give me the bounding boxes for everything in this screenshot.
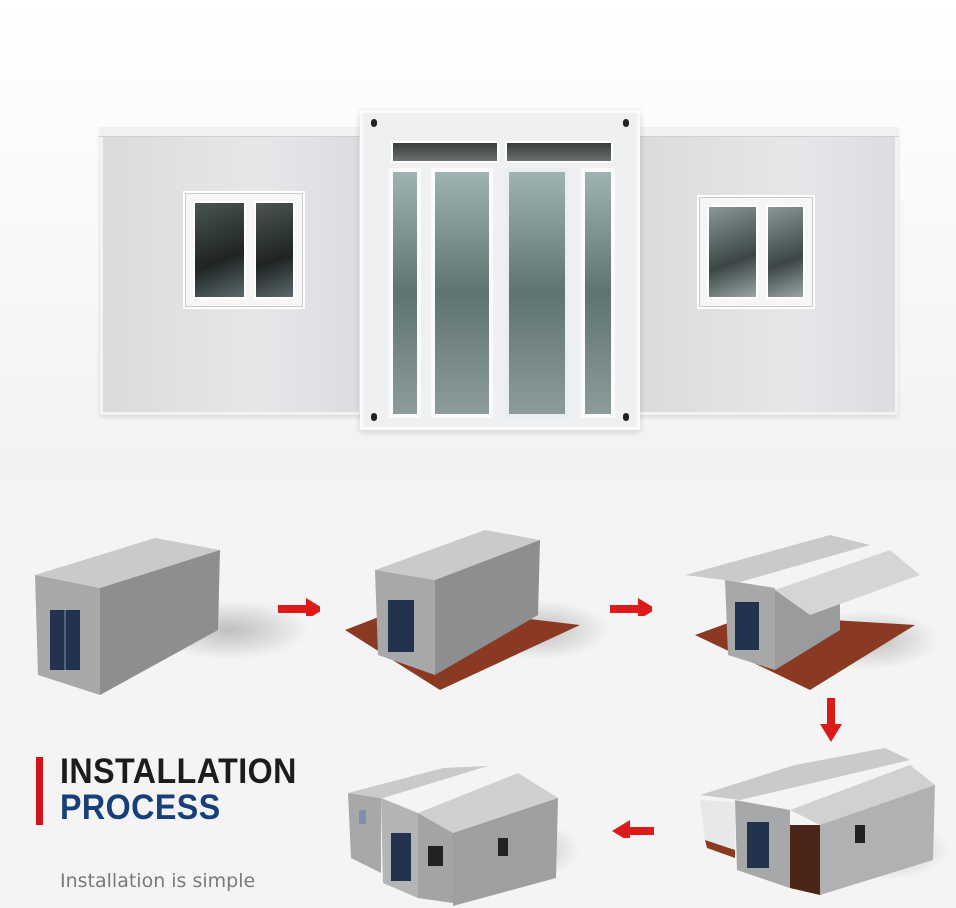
side-glass-panel [389,168,421,418]
hero-right-wing [635,127,899,415]
heading-accent-bar [36,757,43,825]
corner-bolt [371,119,377,127]
right-window [697,195,815,309]
window-pane [193,201,247,299]
roof-edge [99,127,363,137]
step-3-roof-unfolding [685,535,920,690]
corner-bolt [371,413,377,421]
window-pane [707,205,758,299]
heading-subtitle: Installation is simple [60,870,256,892]
step-2-floor-unfolded [345,530,580,690]
step-1-folded-container [35,538,220,695]
left-window [183,191,305,309]
step-5-fully-expanded [348,766,558,906]
arrow-right-icon [610,598,652,616]
arrow-down-icon [820,698,842,742]
arrow-left-icon [612,820,654,838]
arrow-right-icon [278,598,320,616]
roof-edge [635,127,899,137]
hero-center-door-unit [360,110,640,430]
window-pane [254,201,295,299]
heading-line-2: PROCESS [60,788,221,827]
glass-door-fixed [431,168,493,418]
corner-bolt [623,119,629,127]
window-pane [765,205,805,299]
side-glass-panel [581,168,615,418]
transom-window [505,141,613,163]
hero-left-wing [99,127,363,415]
corner-bolt [623,413,629,421]
transom-window [391,141,499,163]
heading-line-1: INSTALLATION [60,752,297,791]
step-4-walls-raising [700,748,935,895]
glass-door-open [505,168,569,418]
